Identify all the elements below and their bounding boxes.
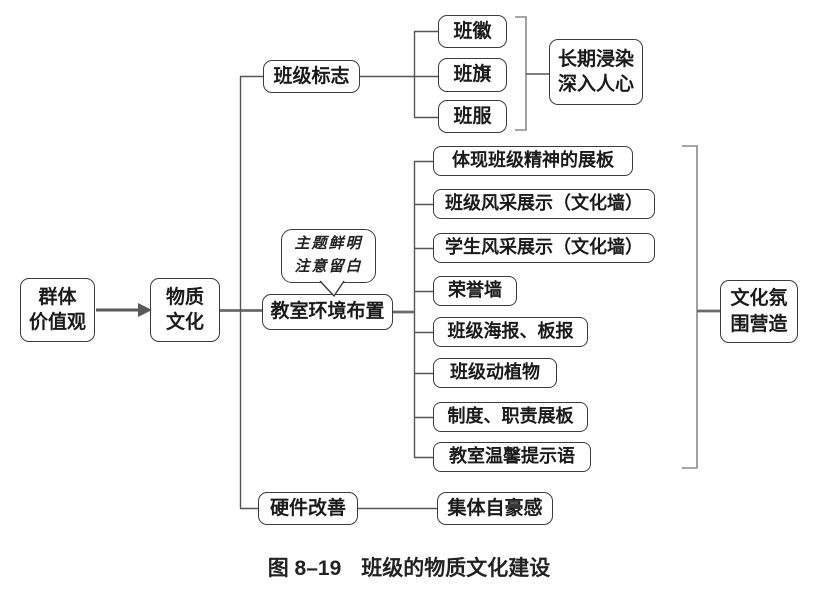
figure-caption-number: 图 8–19 — [267, 557, 342, 580]
node-class-sign: 班级标志 — [263, 60, 360, 93]
node-long-term-effect: 长期浸染 深入人心 — [549, 39, 643, 105]
figure-caption: 图 8–19 班级的物质文化建设 — [0, 552, 818, 582]
note-bubble-theme: 主题鲜明 注意留白 — [281, 229, 376, 283]
node-group-values: 群体 价值观 — [20, 278, 95, 342]
node-class-flag: 班旗 — [438, 58, 507, 92]
figure-caption-title: 班级的物质文化建设 — [361, 557, 551, 580]
node-hardware-improvement: 硬件改善 — [258, 492, 358, 525]
item-student-display-wall: 学生风采展示（文化墙） — [433, 233, 655, 263]
item-spirit-board: 体现班级精神的展板 — [433, 146, 633, 176]
item-plants-animals: 班级动植物 — [433, 358, 557, 388]
item-posters-boards: 班级海报、板报 — [433, 317, 588, 347]
node-classroom-environment: 教室环境布置 — [262, 294, 393, 330]
node-collective-pride: 集体自豪感 — [437, 492, 553, 525]
atmosphere-bracket — [682, 145, 698, 469]
item-honor-wall: 荣誉墙 — [433, 276, 517, 306]
node-culture-atmosphere: 文化氛 围营造 — [720, 280, 798, 343]
sign-bracket — [515, 16, 527, 131]
item-rules-duty-board: 制度、职责展板 — [433, 402, 588, 432]
item-class-display-wall: 班级风采展示（文化墙） — [433, 189, 655, 219]
node-material-culture: 物质 文化 — [150, 278, 220, 342]
node-class-uniform: 班服 — [438, 100, 507, 133]
item-warm-tips: 教室温馨提示语 — [433, 442, 591, 472]
node-class-emblem: 班徽 — [438, 15, 507, 48]
